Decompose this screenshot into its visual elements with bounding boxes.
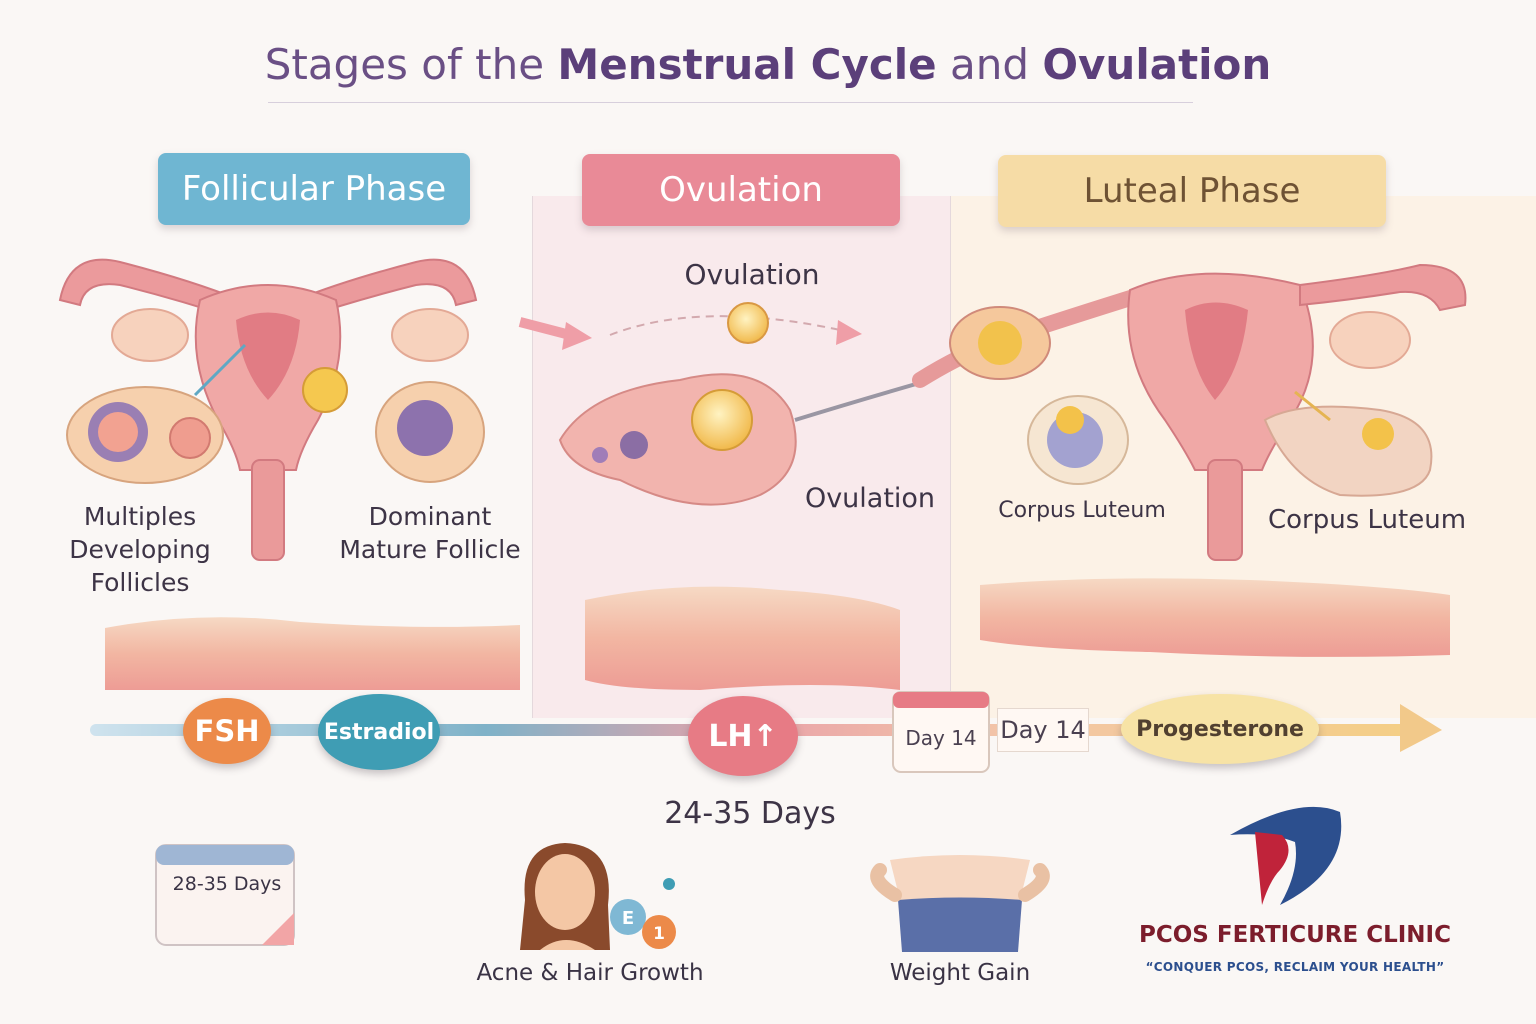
cycle-length-label: 24-35 Days xyxy=(660,796,840,831)
page-title: Stages of the Menstrual Cycle and Ovulat… xyxy=(0,40,1536,89)
estradiol-badge: Estradiol xyxy=(318,694,440,770)
lh-surge-badge: LH↑ xyxy=(688,696,798,776)
title-part-4: Ovulation xyxy=(1042,40,1272,89)
corpus-luteum-label-2: Corpus Luteum xyxy=(1267,505,1467,535)
arrow-icon xyxy=(193,343,247,397)
dominant-follicle-icon xyxy=(375,381,485,483)
egg-icon xyxy=(727,302,769,344)
multiple-follicles-label: Multiples Developing Follicles xyxy=(69,502,211,597)
hormone-badge-icon xyxy=(610,878,676,949)
follicular-phase-header: Follicular Phase xyxy=(158,153,470,225)
waist-weight-icon xyxy=(870,855,1050,952)
panel-divider xyxy=(950,196,951,718)
acne-hair-growth-label: Acne & Hair Growth xyxy=(476,960,704,986)
clinic-tagline: “CONQUER PCOS, RECLAIM YOUR HEALTH” xyxy=(1145,960,1445,974)
calendar-day-icon xyxy=(892,691,990,773)
calendar-day-label: Day 14 xyxy=(905,726,976,750)
panel-divider xyxy=(532,196,533,718)
progesterone-badge: Progesterone xyxy=(1121,694,1319,764)
luteal-phase-header: Luteal Phase xyxy=(998,155,1386,227)
ovulation-label-top: Ovulation xyxy=(684,258,820,291)
dominant-follicle-label: Dominant Mature Follicle xyxy=(339,502,521,564)
ovulation-arrow-icon xyxy=(518,315,862,350)
clinic-name: PCOS FERTICURE CLINIC xyxy=(1139,922,1451,948)
fsh-badge: FSH xyxy=(183,698,271,764)
title-divider xyxy=(268,102,1193,103)
endometrium-thin-icon xyxy=(105,617,520,690)
weight-gain-label: Weight Gain xyxy=(889,960,1031,986)
hormone-badge-number: 1 xyxy=(653,924,665,944)
woman-face-icon xyxy=(520,843,610,950)
uterus-follicular-icon xyxy=(58,258,478,561)
title-part-2: Menstrual Cycle xyxy=(557,40,937,89)
ovulation-phase-header: Ovulation xyxy=(582,154,900,226)
ovulation-label-mid: Ovulation xyxy=(804,483,936,514)
day-14-label: Day 14 xyxy=(997,708,1089,752)
arrow-icon xyxy=(1294,390,1331,422)
corpus-luteum-tissue-icon xyxy=(1263,405,1433,497)
title-part-3: and xyxy=(936,40,1043,89)
hormone-badge-e: E xyxy=(622,908,634,929)
calendar-icon xyxy=(155,844,295,946)
corpus-luteum-label: Corpus Luteum xyxy=(998,498,1166,523)
title-part-1: Stages of the xyxy=(264,40,558,89)
endometrium-peak-icon xyxy=(585,586,900,690)
calendar-days-label: 28-35 Days xyxy=(173,873,282,895)
timeline-arrow-icon xyxy=(1400,704,1442,752)
multiple-follicles-icon xyxy=(66,386,224,484)
clinic-logo-icon xyxy=(1230,806,1342,905)
corpus-luteum-icon xyxy=(1027,395,1129,485)
endometrium-thick-icon xyxy=(980,578,1450,657)
fallopian-tube-icon xyxy=(912,287,1148,388)
